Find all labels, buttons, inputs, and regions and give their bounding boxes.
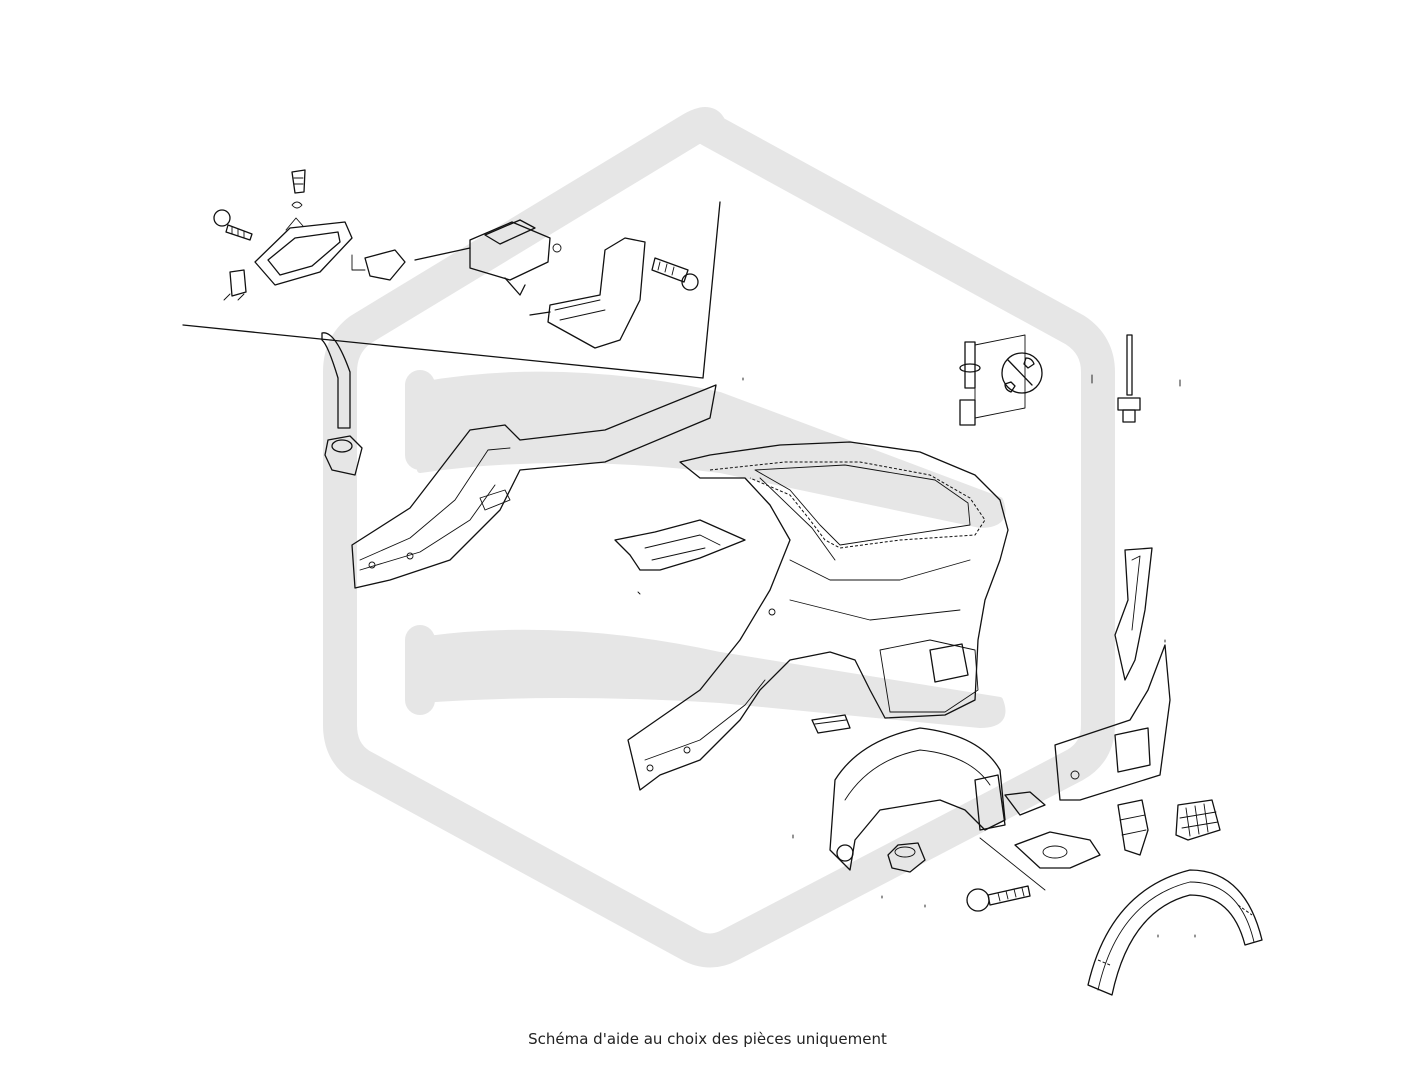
fuel-flap-group-frame <box>182 201 721 379</box>
diagram-caption: Schéma d'aide au choix des pièces unique… <box>528 1030 887 1048</box>
wheel-arch-liner-part[interactable] <box>829 727 1006 871</box>
actuator-socket-part[interactable] <box>351 249 406 281</box>
vent-grille-part[interactable] <box>1175 799 1221 841</box>
bolt-part[interactable] <box>213 209 253 241</box>
fuel-flap-housing-part[interactable] <box>254 217 353 286</box>
nut-part[interactable] <box>887 842 926 873</box>
rivet-part[interactable] <box>1117 334 1141 423</box>
watermark-logo <box>323 107 1115 968</box>
small-clip-part[interactable] <box>291 169 306 209</box>
retainer-clip-part[interactable] <box>1117 799 1149 856</box>
plastic-screw-part[interactable] <box>966 885 1031 912</box>
rear-panel-section-part[interactable] <box>1054 644 1171 801</box>
stray-marks <box>637 374 1196 938</box>
screw-part[interactable] <box>651 257 699 291</box>
clip-part[interactable] <box>1004 791 1046 816</box>
stud-bolt-part[interactable] <box>959 334 1043 426</box>
drain-hose-part[interactable] <box>321 332 363 476</box>
wheel-arch-trim-part[interactable] <box>1087 869 1263 996</box>
fuel-flap-actuator-part[interactable] <box>414 219 562 296</box>
reinforcement-bracket-part[interactable] <box>614 519 746 571</box>
bracket-part[interactable] <box>529 237 646 349</box>
rear-side-panel-part[interactable] <box>627 441 1009 791</box>
pad-part[interactable] <box>811 714 851 734</box>
c-pillar-inner-panel-part[interactable] <box>351 384 717 589</box>
connector-part[interactable] <box>223 269 247 301</box>
side-trim-strip-part[interactable] <box>1114 547 1153 681</box>
wheel-arch-bracket-part[interactable] <box>979 831 1101 891</box>
